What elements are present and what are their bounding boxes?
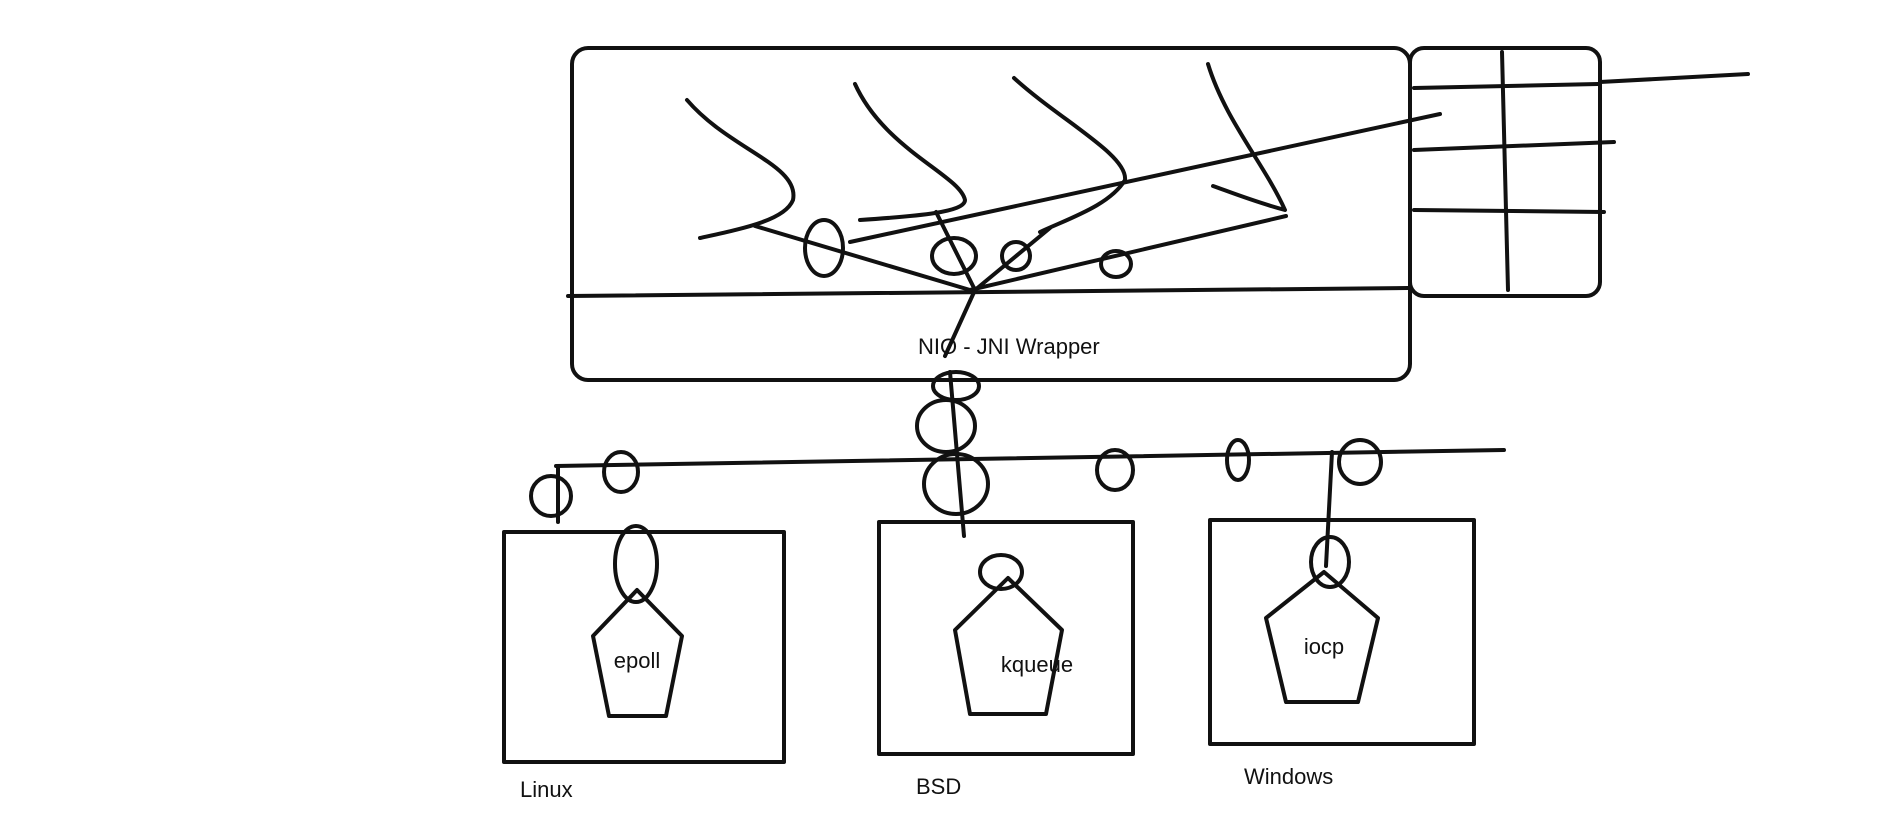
bsd-mechanism-label: kqueue: [1001, 652, 1073, 677]
scribble-hook-1: [685, 98, 796, 240]
scribble-hook-3: [1012, 76, 1128, 234]
windows-connector-circle: [1309, 535, 1351, 589]
bsd-box: [877, 520, 1135, 756]
scribble-hook-2: [853, 82, 967, 222]
bus-line: [554, 448, 1506, 468]
scribble-diagonal-4: [934, 210, 977, 292]
bus-drop-windows: [1324, 450, 1334, 568]
bsd-os-label: BSD: [916, 774, 961, 799]
linux-box: [502, 530, 786, 764]
scribble-circle-3: [1000, 240, 1032, 272]
scribble-circle-4: [1099, 249, 1133, 279]
linux-mechanism-label: epoll: [614, 648, 660, 673]
windows-os-label: Windows: [1244, 764, 1333, 789]
wrapper-to-bus-connector: [915, 370, 990, 538]
platform-bsd: kqueue BSD: [877, 520, 1135, 799]
scribble-diagonal-6: [943, 288, 977, 358]
platform-linux: epoll Linux: [502, 524, 786, 802]
platform-windows: iocp Windows: [1208, 518, 1476, 789]
bus-circle-2: [602, 450, 640, 494]
grid-row-line-1: [1412, 82, 1600, 90]
bus-circle-3: [1095, 448, 1135, 492]
grid-outgoing-line: [1598, 72, 1750, 84]
nio-jni-wrapper-box: [570, 46, 1412, 382]
scribble-hook-4: [1206, 62, 1287, 212]
grid-row-line-3: [1412, 208, 1606, 214]
bsd-mechanism-pentagon: [953, 576, 1064, 716]
scribble-diagonal-2: [753, 224, 972, 292]
scribble-circle-1: [803, 218, 845, 278]
scribble-diagonal-1: [848, 112, 1442, 244]
bus-circle-4: [1225, 438, 1251, 482]
linux-os-label: Linux: [520, 777, 573, 802]
linux-mechanism-pentagon: [591, 588, 684, 718]
windows-mechanism-label: iocp: [1304, 634, 1344, 659]
wrapper-divider-line: [566, 286, 1410, 298]
connector-circle-1: [931, 370, 981, 402]
linux-connector-circle: [613, 524, 659, 604]
bsd-connector-circle: [978, 553, 1024, 591]
scribble-diagonal-5: [973, 226, 1052, 292]
connector-circle-2: [915, 398, 977, 454]
nio-jni-wrapper-group: NIO - JNI Wrapper: [566, 46, 1442, 382]
right-grid-box: [1408, 46, 1602, 298]
scribble-diagonal-3: [968, 214, 1288, 292]
grid-row-line-2: [1412, 140, 1616, 152]
windows-box: [1208, 518, 1476, 746]
bus-circle-1: [529, 474, 573, 518]
right-grid-group: [1408, 46, 1750, 298]
grid-vertical-line: [1500, 50, 1510, 292]
wrapper-label: NIO - JNI Wrapper: [918, 334, 1100, 359]
bus-group: [529, 438, 1506, 568]
scribble-circle-2: [930, 236, 978, 276]
bus-circle-5: [1337, 438, 1383, 486]
connector-circle-3: [922, 452, 990, 516]
windows-mechanism-pentagon: [1264, 570, 1380, 704]
